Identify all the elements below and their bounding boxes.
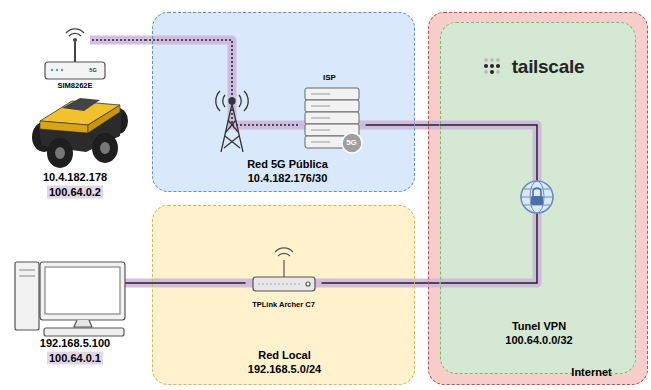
tailscale-logo-dots bbox=[490, 64, 494, 68]
server-icon bbox=[342, 133, 362, 153]
tailscale-logo-dots bbox=[490, 70, 494, 74]
tailscale-logo-dots bbox=[484, 64, 488, 68]
region-fill bbox=[440, 22, 636, 374]
node-text: 100.64.0.0/32 bbox=[505, 335, 572, 346]
node-title: 192.168.5.100 bbox=[40, 338, 110, 349]
wifi-router-icon bbox=[283, 260, 284, 277]
router-5g-icon bbox=[66, 29, 84, 36]
tunnel-wire bbox=[125, 282, 145, 284]
region-fill bbox=[428, 12, 648, 385]
vpn-lock-icon bbox=[521, 181, 553, 213]
router-5g-icon bbox=[45, 62, 105, 79]
tailscale-logo-dots bbox=[496, 70, 500, 74]
tailscale-logo-dots bbox=[496, 64, 500, 68]
server-icon bbox=[311, 94, 330, 142]
router-5g-icon bbox=[56, 69, 58, 71]
node-text: 100.64.0.2 bbox=[47, 186, 103, 199]
node-title: Red 5G Pública bbox=[247, 158, 328, 169]
router-5g-icon bbox=[61, 69, 63, 71]
network-region: TPLink Archer C7 Red Local 192.168.5.0/24 bbox=[152, 205, 415, 385]
node-title: Tunel VPN bbox=[512, 321, 566, 332]
rover-robot-icon bbox=[32, 98, 128, 168]
node-text: SIM8262E bbox=[57, 82, 92, 90]
tailscale-logo-dots bbox=[484, 58, 488, 62]
router-node: TPLink Archer C7 bbox=[246, 245, 322, 313]
tailscale-logo-dots bbox=[490, 58, 494, 62]
cell-tower-icon bbox=[221, 104, 232, 152]
network-region: ISP 5G Red 5G Pública 10.4.182.176/30 bbox=[152, 12, 415, 192]
node-title: Red Local bbox=[258, 349, 311, 360]
cell-tower-icon bbox=[224, 120, 240, 148]
vpn-lock-icon bbox=[530, 181, 544, 213]
vpn-lock-icon bbox=[521, 189, 553, 205]
node-text: 100.64.0.1 bbox=[47, 352, 103, 365]
node-text: 5G bbox=[346, 139, 357, 147]
node-text: 10.4.182.178 bbox=[43, 172, 107, 183]
rover-robot-icon bbox=[40, 121, 88, 133]
cell-tower-icon bbox=[216, 91, 248, 152]
rover-robot-icon bbox=[55, 147, 65, 159]
link-band bbox=[90, 40, 537, 283]
tailscale-logo-dots bbox=[484, 58, 500, 74]
rover-robot-icon bbox=[92, 133, 118, 163]
server-node: ISP 5G bbox=[300, 68, 366, 156]
computer-icon bbox=[45, 267, 120, 314]
computer-icon bbox=[40, 262, 125, 320]
wifi-router-icon bbox=[258, 283, 300, 284]
router-5g-icon bbox=[74, 42, 76, 62]
computer-icon bbox=[15, 262, 125, 336]
router-5g-icon bbox=[51, 69, 53, 71]
node-text: 192.168.5.0/24 bbox=[248, 363, 321, 374]
region-fills bbox=[152, 12, 648, 385]
tunnel-wire bbox=[92, 39, 145, 41]
rover-robot-icon bbox=[62, 98, 100, 111]
router-5g-icon bbox=[73, 38, 77, 42]
tunnel-wire bbox=[92, 40, 537, 283]
wifi-router-icon bbox=[275, 248, 293, 256]
wifi-router-icon bbox=[253, 248, 315, 291]
tailscale-logo-dots bbox=[484, 70, 488, 74]
robot-node: 5G SIM8262E 10.4.182.178 100.64.0.2 bbox=[6, 20, 145, 203]
cell-tower-icon bbox=[232, 104, 243, 152]
wifi-router-icon bbox=[253, 277, 315, 291]
node-title: TPLink Archer C7 bbox=[252, 301, 315, 309]
network-link bbox=[145, 40, 300, 125]
node-text: 10.4.182.176/30 bbox=[248, 172, 328, 183]
server-icon bbox=[305, 88, 362, 153]
tailscale-logo-dots bbox=[496, 58, 500, 62]
node-title: 5G bbox=[89, 68, 96, 74]
computer-icon bbox=[19, 270, 35, 276]
region-fill bbox=[152, 205, 415, 385]
rover-robot-icon bbox=[88, 105, 120, 133]
network-link bbox=[145, 282, 246, 284]
rover-robot-icon bbox=[47, 138, 73, 168]
cell-tower-icon bbox=[216, 91, 248, 111]
computer-icon bbox=[15, 262, 39, 330]
router-5g-icon bbox=[45, 29, 105, 79]
computer-node: 192.168.5.100 100.64.0.1 bbox=[6, 250, 145, 365]
cell-tower-icon bbox=[229, 98, 235, 104]
node-title: ISP bbox=[323, 74, 336, 82]
computer-icon bbox=[74, 320, 92, 327]
node-title: Internet bbox=[571, 366, 611, 377]
rover-robot-icon bbox=[100, 142, 110, 154]
wifi-router-icon bbox=[306, 282, 310, 286]
vpn-lock-icon bbox=[521, 181, 553, 213]
vpn-lock-icon bbox=[531, 196, 543, 205]
network-link bbox=[322, 282, 440, 284]
vpn-lock-icon bbox=[533, 188, 541, 196]
logo-wordmark: tailscale bbox=[512, 57, 584, 76]
computer-icon bbox=[44, 328, 124, 336]
